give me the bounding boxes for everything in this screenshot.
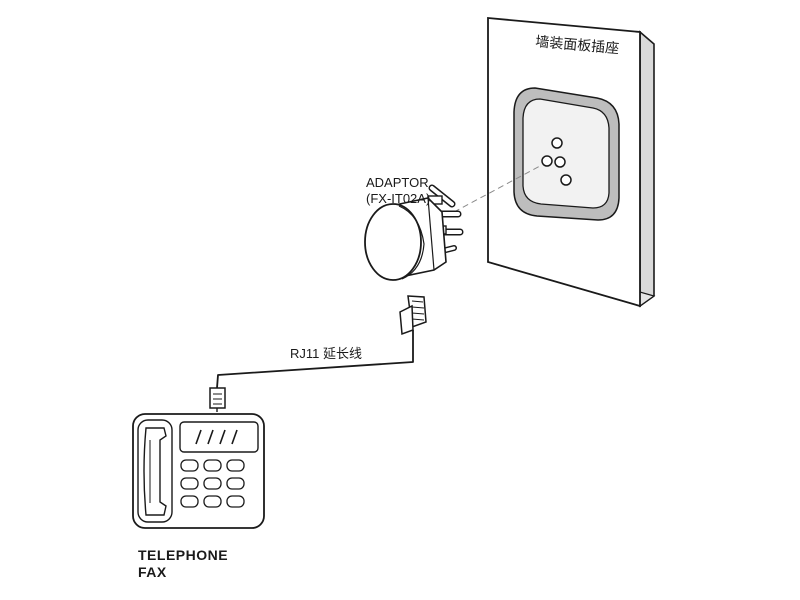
rj11-extension-cable (216, 330, 414, 389)
device-label-telephone: TELEPHONE (138, 547, 228, 563)
socket-hole (560, 174, 572, 186)
keypad-key (180, 459, 199, 472)
phone-display (179, 421, 259, 453)
adaptor: ADAPTOR (FX-IT02A) (364, 175, 464, 281)
keypad-key (226, 495, 245, 508)
socket-face (522, 98, 610, 209)
telephone-fax (132, 413, 265, 529)
keypad (180, 459, 245, 508)
keypad-key (203, 495, 222, 508)
alignment-guide (453, 165, 541, 213)
wall-panel-label: 墙装面板插座 (535, 33, 620, 56)
device-label-fax: FAX (138, 564, 167, 580)
adaptor-label-name: ADAPTOR (366, 175, 429, 190)
display-marks (195, 429, 238, 445)
cable-label: RJ11 延长线 (290, 346, 362, 361)
socket-holes (541, 137, 572, 186)
keypad-key (180, 495, 199, 508)
adaptor-label-model: (FX-IT02A) (366, 191, 430, 206)
socket-hole (554, 156, 566, 168)
socket-hole (541, 155, 553, 167)
keypad-key (203, 459, 222, 472)
keypad-key (226, 477, 245, 490)
rj11-plug-bottom (209, 387, 226, 412)
wall-panel-socket: 墙装面板插座 (486, 17, 656, 308)
keypad-key (180, 477, 199, 490)
adaptor-body (364, 203, 422, 281)
wall-panel-side (639, 30, 655, 308)
keypad-key (226, 459, 245, 472)
socket-hole (551, 137, 563, 149)
keypad-key (203, 477, 222, 490)
rj11-plug-top (399, 295, 427, 336)
